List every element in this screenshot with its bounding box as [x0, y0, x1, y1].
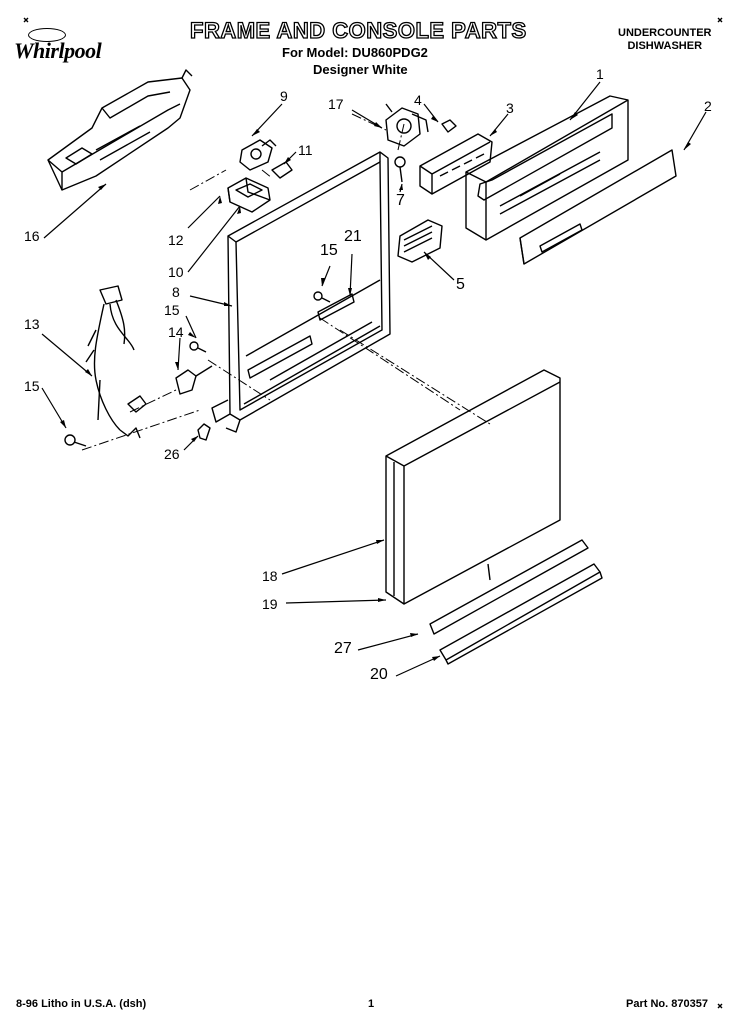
callout-15-center: 15: [320, 242, 338, 259]
part-5-connector: [397, 219, 443, 263]
callout-3: 3: [506, 100, 514, 116]
model-line: For Model: DU860PDG2: [282, 45, 428, 60]
callout-19: 19: [262, 596, 278, 612]
callout-26: 26: [164, 446, 180, 462]
callout-4: 4: [414, 92, 422, 108]
page-title: FRAME AND CONSOLE PARTS: [189, 17, 527, 43]
callout-21: 21: [344, 228, 362, 245]
callout-5: 5: [456, 276, 465, 293]
leader-lines: [41, 81, 707, 677]
callout-27: 27: [334, 640, 352, 657]
logo-ring-icon: [28, 28, 66, 42]
part-26-clip: [197, 423, 211, 441]
part-15-screw-mid: [189, 341, 207, 353]
part-2-trim: [519, 149, 677, 265]
callout-17: 17: [328, 96, 344, 112]
callout-9: 9: [280, 88, 288, 104]
part-13-wire-harness: [85, 285, 147, 439]
part-14-switch: [175, 365, 213, 395]
footer-page-number: 1: [368, 998, 375, 1010]
callout-8: 8: [172, 284, 180, 300]
callout-7: 7: [396, 192, 405, 209]
callout-13: 13: [24, 316, 40, 332]
callout-16: 16: [24, 228, 40, 244]
color-line: Designer White: [313, 62, 408, 77]
footer-part-number: Part No. 870357: [626, 998, 708, 1010]
part-4-clip: [441, 119, 457, 133]
corner-marks: [23, 17, 723, 1009]
part-21-bracket: [317, 293, 355, 321]
callout-15-left: 15: [24, 378, 40, 394]
footer-litho: 8-96 Litho in U.S.A. (dsh): [16, 998, 147, 1010]
callout-14: 14: [168, 324, 184, 340]
callout-10: 10: [168, 264, 184, 280]
brand-logo-text: Whirlpool: [14, 38, 102, 63]
part-7-screw: [394, 156, 406, 183]
part-15-screw-center: [313, 291, 331, 303]
arrow-heads: [60, 112, 691, 661]
callout-12: 12: [168, 232, 184, 248]
callout-2: 2: [704, 98, 712, 114]
part-17-selector: [385, 103, 429, 147]
product-type: UNDERCOUNTER DISHWASHER: [618, 27, 712, 53]
part-20-bottom-trim: [439, 563, 603, 665]
part-18-door-panel: [385, 369, 561, 605]
callout-18: 18: [262, 568, 278, 584]
callout-20: 20: [370, 666, 388, 683]
product-line-2: DISHWASHER: [627, 40, 703, 52]
door-frame: [211, 151, 391, 433]
part-10-latch-housing: [227, 177, 271, 213]
callout-15-mid: 15: [164, 302, 180, 318]
product-line-1: UNDERCOUNTER: [618, 27, 712, 39]
part-1-console: [465, 95, 629, 241]
part-15-screw-left: [64, 434, 87, 447]
callout-1: 1: [596, 66, 604, 82]
part-11-latch-spring: [271, 161, 293, 179]
part-3-control-board: [419, 133, 493, 195]
part-9-latch: [239, 139, 277, 171]
part-27-trim-strip: [429, 539, 589, 635]
callout-11: 11: [298, 142, 313, 158]
part-16-vent-duct: [47, 69, 193, 191]
